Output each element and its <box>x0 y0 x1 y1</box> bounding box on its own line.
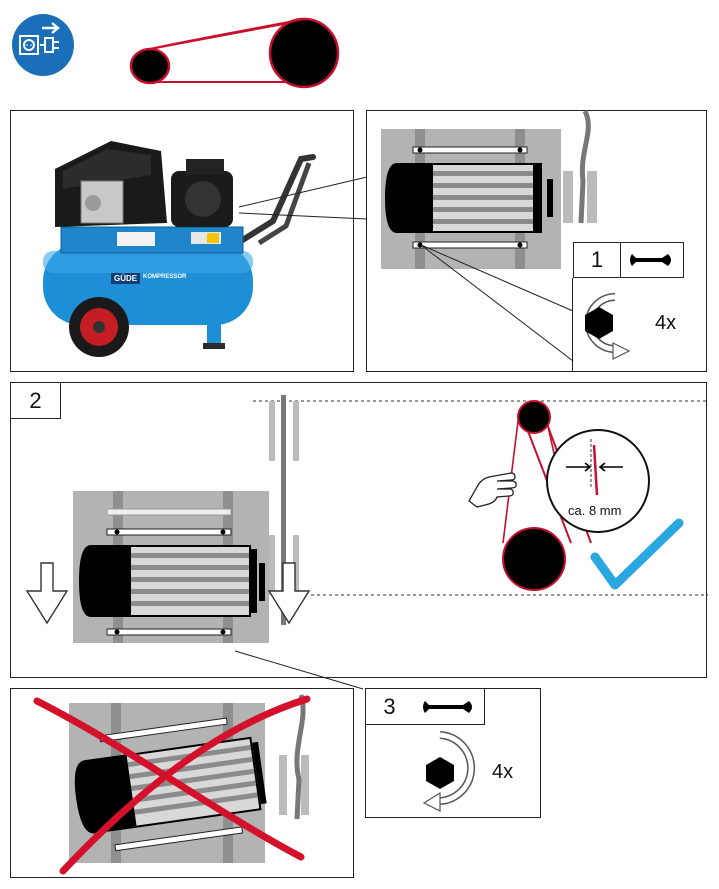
unplug-icon <box>19 22 60 55</box>
step2-number: 2 <box>11 383 61 419</box>
belt-tension-illustration <box>25 395 708 690</box>
step1-number: 1 <box>573 242 621 278</box>
model-label: KOMPRESSOR <box>143 274 187 280</box>
step1-vertical-divider <box>572 278 574 372</box>
incorrect-mount-illustration <box>33 694 311 875</box>
step1-bolt-count: 4x <box>655 312 677 334</box>
wrench-icon <box>630 254 671 266</box>
compressor-photo-panel: GÜDE KOMPRESSOR <box>10 110 368 372</box>
step1-tool-box <box>620 242 684 278</box>
compressor-illustration <box>43 141 368 357</box>
step3-bolt-count: 4x <box>492 761 514 783</box>
safety-unplug-badge <box>12 14 74 76</box>
step3-tool-box <box>413 689 485 725</box>
brand-label: GÜDE <box>111 273 141 284</box>
belt-deflection-gauge-label: ca. 8 mm <box>568 503 622 518</box>
step1-panel: 1 4x <box>366 109 707 372</box>
wrench-icon <box>422 700 472 713</box>
bolt-rotation-icon <box>422 731 475 812</box>
motor-mount-top-view <box>381 109 631 362</box>
belt-drive-icon <box>129 17 340 89</box>
incorrect-mount-panel <box>10 688 354 878</box>
step3-panel: 3 4x <box>365 688 541 818</box>
step3-number: 3 <box>366 689 414 725</box>
step2-panel: ca. 8 mm 2 <box>10 382 708 690</box>
hand-icon <box>468 472 517 508</box>
